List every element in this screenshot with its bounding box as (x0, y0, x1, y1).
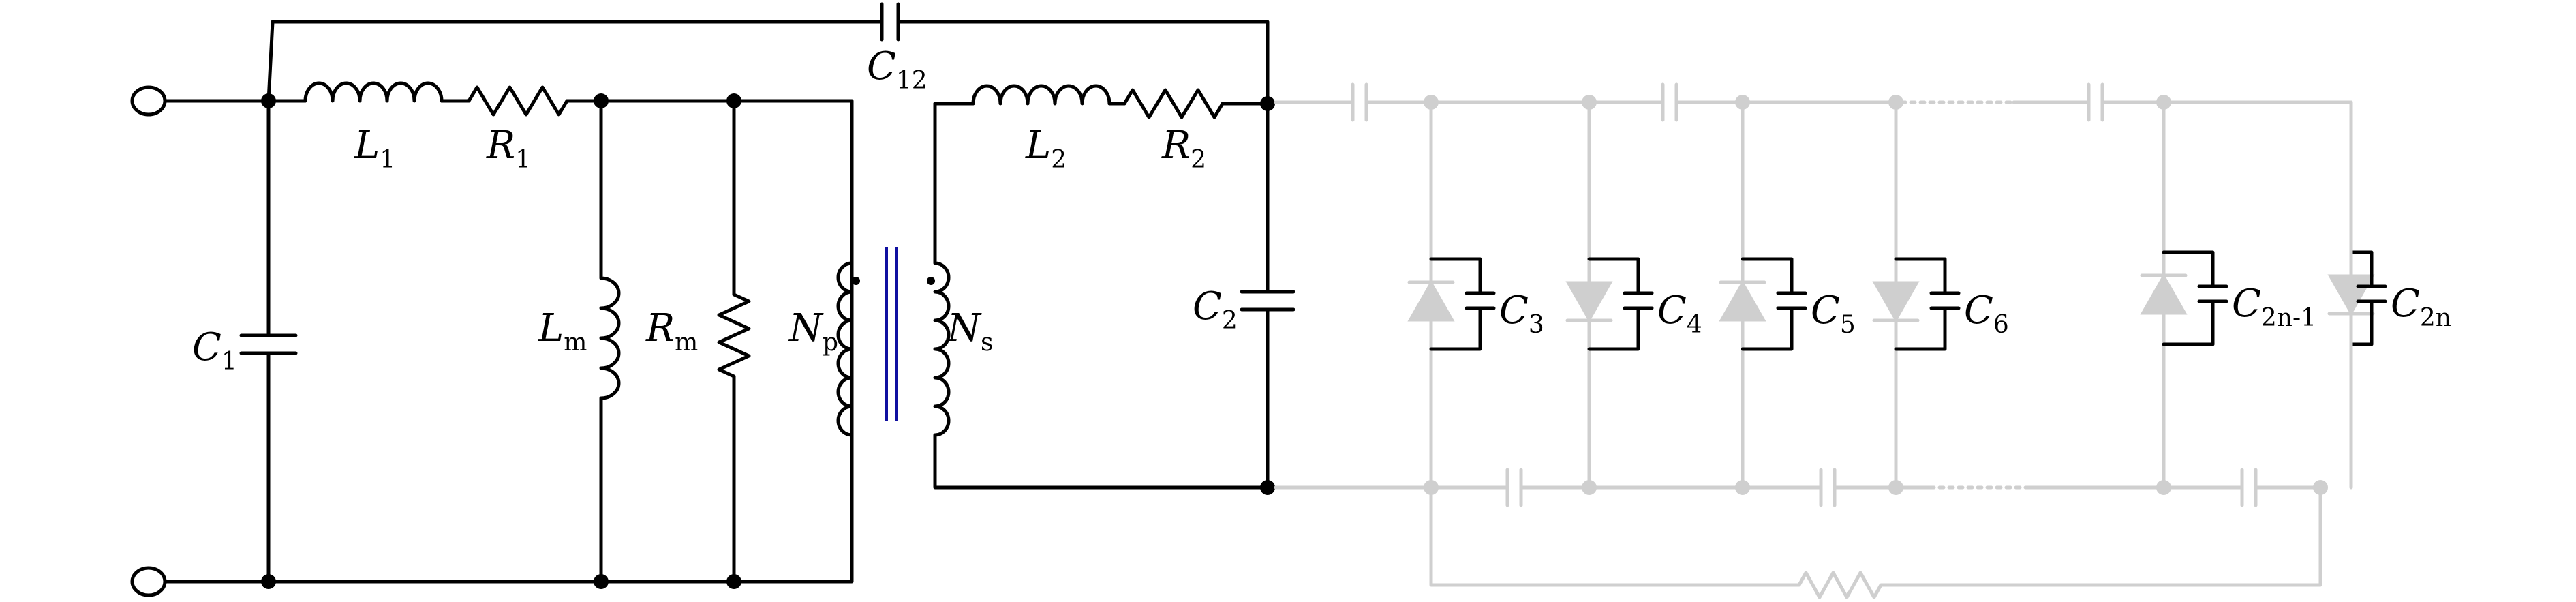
capacitor-C2 (1240, 102, 1295, 490)
label-L2: L2 (1025, 123, 1067, 174)
label-Lm: Lm (538, 306, 587, 357)
input-terminal-bottom (130, 566, 167, 597)
resistor-R2 (1122, 88, 1225, 119)
inductor-Lm (599, 99, 621, 584)
label-Ns: Ns (946, 306, 993, 357)
label-C2: C2 (1193, 284, 1238, 335)
inductor-L1 (303, 81, 444, 103)
label-C1: C1 (192, 325, 237, 376)
resistor-Rm (717, 99, 751, 584)
secondary-winding-Ns (927, 102, 1270, 490)
diode-stage-3 (1407, 257, 1496, 351)
secondary-top-wire (933, 84, 1270, 119)
bottom-primary-wire (163, 421, 854, 584)
diode-stage-5 (1719, 257, 1807, 351)
transformer-core (885, 247, 898, 421)
label-C3: C3 (1499, 288, 1544, 339)
coupling-capacitor-C12 (266, 2, 1270, 106)
label-C2n: C2n (2391, 282, 2451, 332)
label-L1: L1 (354, 123, 395, 174)
label-C12: C12 (867, 44, 927, 95)
label-Rm: Rm (645, 306, 698, 357)
resistor-R1 (467, 85, 569, 117)
label-C2n-1: C2n-1 (2232, 282, 2316, 332)
diode-stage-4 (1565, 257, 1654, 351)
inductor-L2 (971, 84, 1111, 106)
junction-dots (261, 93, 1275, 589)
label-R1: R1 (486, 123, 531, 174)
top-primary-wire (163, 81, 854, 425)
label-Np: Np (788, 306, 838, 357)
label-C6: C6 (1964, 288, 2009, 339)
input-terminal-top (130, 85, 167, 117)
label-C4: C4 (1657, 288, 1702, 339)
voltage-multiplier (1274, 82, 2387, 599)
capacitor-C1 (239, 99, 298, 584)
diode-stage-2n-1 (2140, 250, 2228, 346)
label-C5: C5 (1811, 288, 1856, 339)
label-R2: R2 (1161, 123, 1206, 174)
primary-winding-Np (836, 261, 860, 437)
diode-stage-6 (1872, 257, 1961, 351)
diode-stage-2n (2327, 250, 2387, 346)
